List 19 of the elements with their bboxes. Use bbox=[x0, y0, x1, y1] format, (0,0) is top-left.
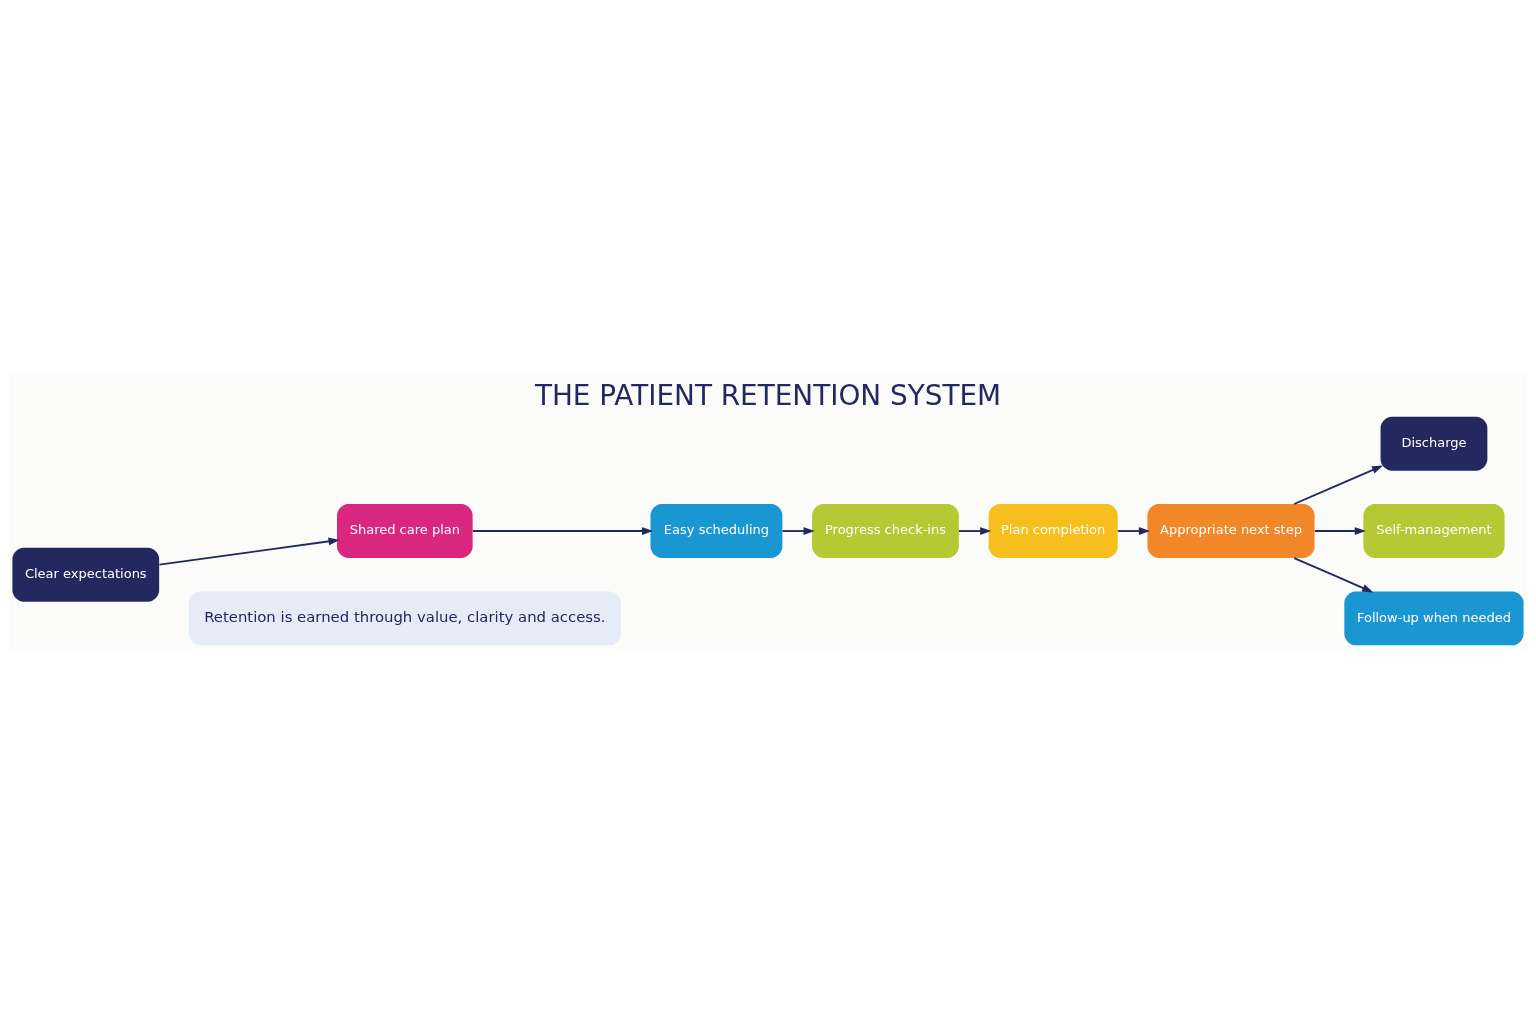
arrow bbox=[957, 527, 992, 535]
node-box: Appropriate next step bbox=[1147, 504, 1315, 558]
diagram-title: THE PATIENT RETENTION SYSTEM bbox=[534, 378, 1002, 412]
node-box: Easy scheduling bbox=[650, 504, 783, 558]
node-box: Shared care plan bbox=[337, 504, 473, 558]
node-box: Discharge bbox=[1380, 416, 1488, 471]
arrow bbox=[1116, 527, 1151, 535]
node-box: Self-management bbox=[1363, 504, 1505, 558]
node-box: Plan completion bbox=[988, 504, 1118, 558]
arrow bbox=[158, 537, 340, 566]
arrow bbox=[1313, 527, 1366, 535]
arrow bbox=[1293, 557, 1374, 593]
node-box: Progress check-ins bbox=[812, 504, 959, 558]
arrow bbox=[781, 527, 815, 535]
arrow bbox=[472, 527, 654, 535]
label: Retention is earned through value, clarity and access. bbox=[204, 607, 606, 626]
node-box: Follow-up when needed bbox=[1344, 591, 1524, 646]
node-box: Clear expectations bbox=[12, 547, 160, 602]
arrow bbox=[1293, 465, 1384, 505]
